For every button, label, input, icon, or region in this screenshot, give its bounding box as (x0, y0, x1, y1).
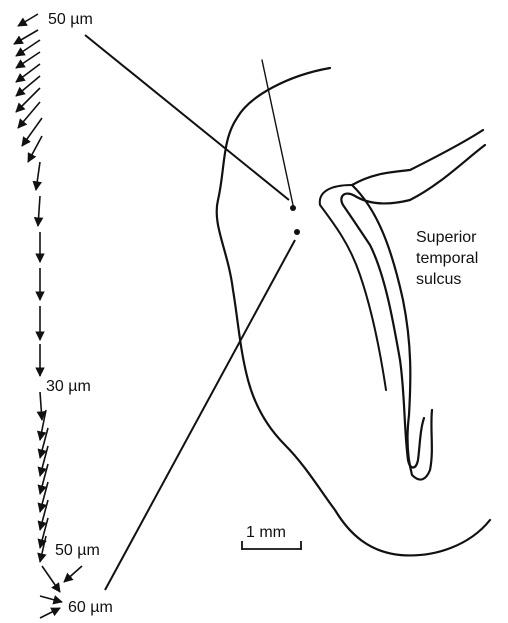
orientation-arrow (40, 536, 46, 562)
orientation-arrow (40, 608, 60, 618)
orientation-arrow (64, 566, 82, 582)
orientation-arrow (40, 596, 62, 602)
recording-site-marker (294, 229, 300, 235)
connector-line-upper (85, 35, 289, 200)
scale-bar (242, 541, 301, 550)
electrode-track (262, 60, 293, 205)
sulcus-outer-contour (352, 130, 483, 480)
scale-bar-label: 1 mm (246, 524, 286, 541)
orientation-arrow (36, 162, 40, 190)
sulcus-label-line1: Superior (416, 229, 477, 246)
sulcus-label-line3: sulcus (416, 271, 461, 288)
orientation-column-lower (40, 392, 48, 562)
orientation-arrow (28, 136, 42, 162)
lower-scale-label: 50 µm (55, 542, 100, 559)
bottom-scale-label: 60 µm (68, 599, 113, 616)
orientation-arrow (38, 196, 40, 226)
orientation-arrow (16, 88, 40, 112)
orientation-arrow (18, 14, 38, 26)
orientation-arrow (42, 566, 60, 592)
mid-scale-label: 30 µm (46, 378, 91, 395)
top-scale-label: 50 µm (48, 11, 93, 28)
orientation-arrow (40, 392, 42, 420)
orientation-column-upper (14, 30, 42, 162)
cortex-outline (217, 68, 490, 555)
orientation-column-middle (36, 162, 40, 376)
recording-site-marker (290, 205, 296, 211)
sulcus-inner-contour (341, 145, 485, 468)
orientation-arrow (14, 30, 38, 44)
sulcus-label-line2: temporal (416, 250, 478, 267)
